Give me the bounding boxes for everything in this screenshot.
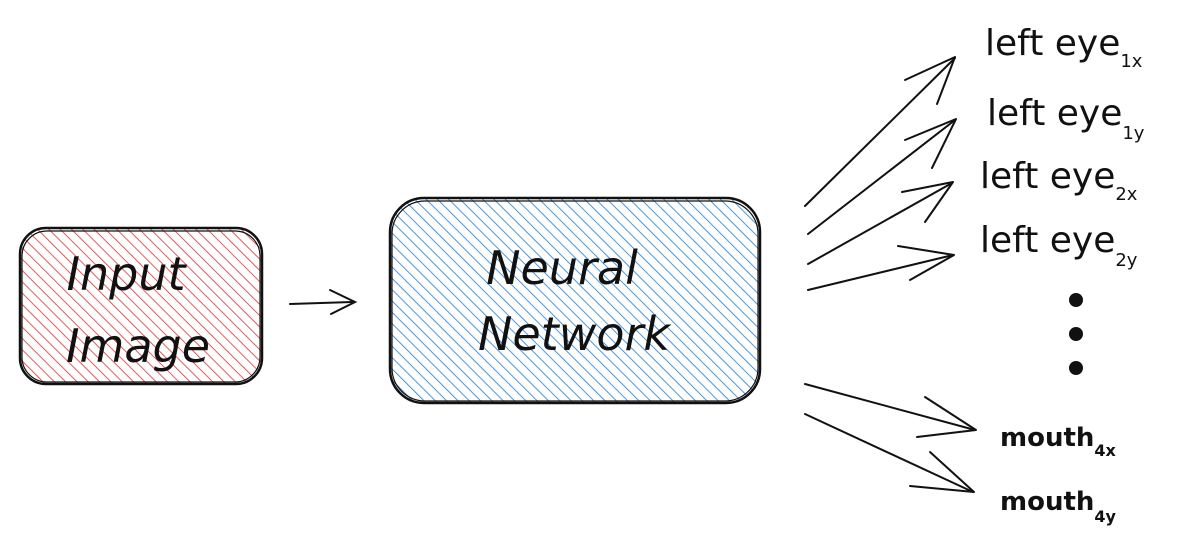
mouth-4y-label: mouth4y: [1000, 487, 1117, 526]
output-subscript: 2y: [1115, 250, 1137, 271]
output-subscript: 4x: [1094, 441, 1116, 460]
arrow-input-to-network: [289, 289, 358, 315]
arrow-to-left-eye-1x: [804, 56, 956, 207]
arrow-to-mouth-4x: [804, 383, 977, 438]
output-subscript: 4y: [1094, 507, 1116, 526]
mouth-4x-label: mouth4x: [1000, 423, 1117, 460]
left-eye-2y-label: left eye2y: [980, 220, 1138, 271]
output-name: left eye: [985, 23, 1120, 64]
input-image-box: Input Image: [18, 226, 264, 386]
output-subscript: 1y: [1122, 123, 1144, 144]
neural-network-box: Neural Network: [388, 196, 762, 405]
left-eye-1y-label: left eye1y: [987, 93, 1145, 144]
output-subscript: 1x: [1120, 51, 1142, 72]
output-arrows: [804, 56, 977, 493]
output-subscript: 2x: [1115, 184, 1137, 205]
svg-text:mouth4x: mouth4x: [1000, 423, 1117, 460]
network-box-line2: Network: [478, 307, 672, 361]
svg-text:left eye1x: left eye1x: [985, 23, 1143, 72]
more-outputs-dots: [1069, 293, 1083, 375]
left-eye-1x-label: left eye1x: [985, 23, 1143, 72]
arrow-to-mouth-4y: [804, 413, 975, 493]
network-box-line1: Neural: [486, 241, 638, 295]
left-eye-2x-label: left eye2x: [980, 156, 1138, 205]
input-box-line2: Image: [66, 319, 210, 373]
output-name: left eye: [987, 93, 1122, 134]
svg-text:left eye1y: left eye1y: [987, 93, 1145, 144]
input-box-line1: Input: [66, 247, 187, 301]
arrow-to-left-eye-2y: [807, 245, 955, 291]
output-name: left eye: [980, 220, 1115, 261]
arrow-to-left-eye-2x: [807, 181, 954, 265]
output-name: mouth: [1000, 487, 1094, 517]
svg-text:mouth4y: mouth4y: [1000, 487, 1117, 526]
arrow-to-left-eye-1y: [807, 118, 957, 235]
output-name: mouth: [1000, 423, 1094, 453]
svg-text:left eye2y: left eye2y: [980, 220, 1138, 271]
svg-text:left eye2x: left eye2x: [980, 156, 1138, 205]
output-name: left eye: [980, 156, 1115, 197]
